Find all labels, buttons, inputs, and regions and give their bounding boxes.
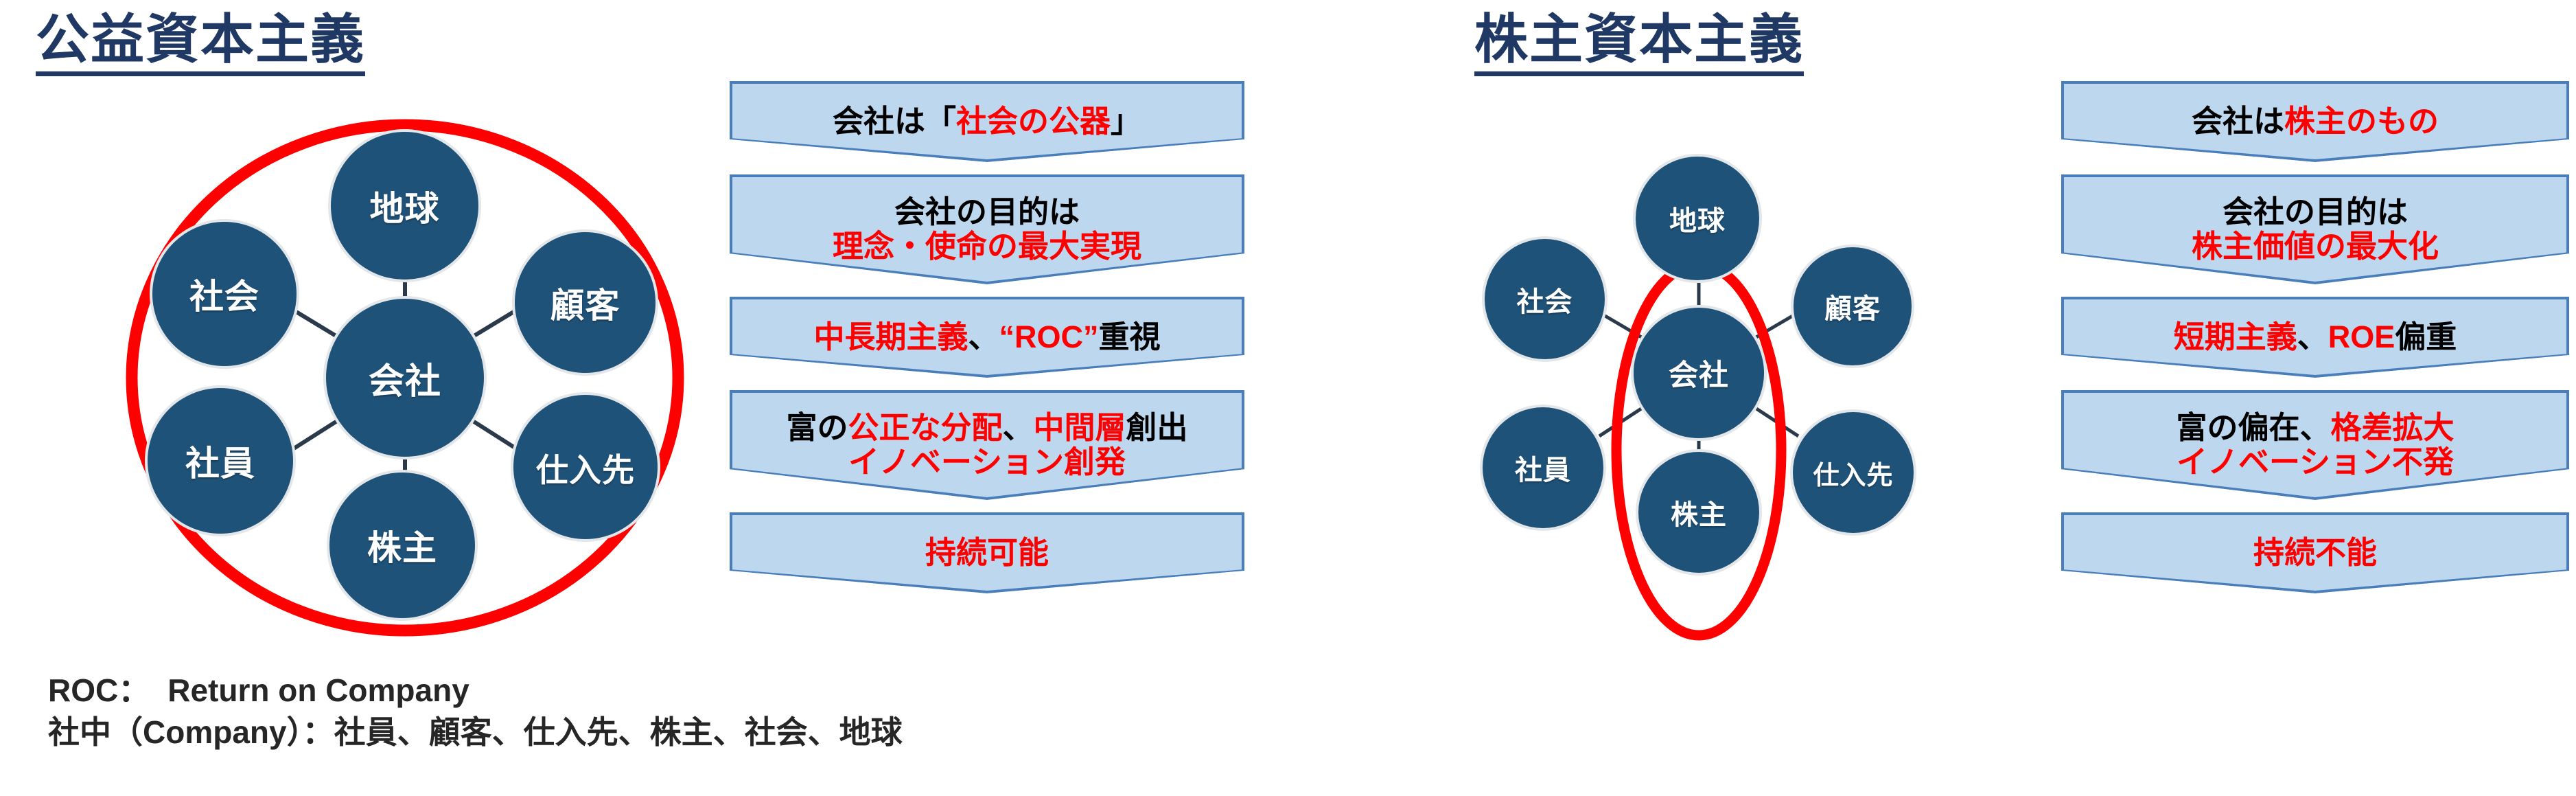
red-highlight-circle-left [126,119,684,637]
chevron-box: 中長期主義、“ROC”重視 [730,297,1244,378]
chevron-text-run: 、 [1002,409,1034,445]
node-label: 顧客 [550,286,620,325]
chevron-text-run: 重視 [1098,319,1161,354]
footnote-roc-value: Return on Company [167,672,469,708]
footnote-line-1: ROC： Return on Company [48,670,872,712]
chevron-text-run: 社会の公器 [955,103,1111,139]
chevron-text-run: “ROC” [999,319,1099,354]
chevron-box: 会社は株主のもの [2061,81,2569,162]
chevron-text-run: 富の [786,409,848,445]
node-society-left: 社会 [152,222,297,366]
node-label: 会社 [1669,359,1729,392]
chevron-text-run: 創出 [1126,409,1188,445]
chevron-box: 持続可能 [730,512,1244,593]
node-society-right: 社会 [1485,239,1605,359]
panel-shareholder-capitalism: 株主資本主義 会社 地球 社会 顧客 社員 仕入先 [1290,0,2576,796]
chevron-text-run: 持続不能 [2253,534,2377,570]
node-label: 仕入先 [1813,461,1894,490]
chevron-text-run: 会社は [2191,103,2284,139]
chevron-text-run: 中長期主義 [813,319,968,354]
node-label: 地球 [369,189,440,228]
node-company-left: 会社 [326,299,484,457]
node-earth-right: 地球 [1636,157,1759,280]
chevron-text-run: 、 [968,319,999,354]
node-employee-right: 社員 [1483,407,1603,528]
chevron-box: 会社は「社会の公器」 [730,81,1244,162]
footnote-line-2: 社中（Company）：社員、顧客、仕入先、株主、社会、地球 [48,714,903,750]
chevron-text-run: 格差拡大 [2330,409,2455,445]
page-title-left: 公益資本主義 [36,12,366,76]
chevron-box: 会社の目的は理念・使命の最大実現 [730,174,1244,284]
page-title-right: 株主資本主義 [1474,12,1805,76]
stakeholder-diagram-right: 会社 地球 社会 顧客 社員 仕入先 株主 [1459,144,1939,641]
chevron-text-run: 短期主義 [2173,319,2297,354]
chevron-box: 持続不能 [2061,512,2569,593]
stakeholder-diagram-left: 会社 地球 社会 顧客 社員 仕入先 株主 [124,110,686,637]
chevron-box: 富の偏在、格差拡大イノベーション不発 [2061,390,2569,500]
chevron-text-run: 会社の目的は [2222,194,2408,229]
node-label: 社員 [1515,455,1571,486]
chevron-text-run: 株主価値の最大化 [2191,229,2439,264]
chevron-text-run: 偏重 [2395,319,2457,354]
node-supplier-right: 仕入先 [1793,412,1914,533]
chevron-text-run: 持続可能 [925,534,1049,570]
chevron-text-run: 、 [2297,319,2328,354]
node-company-right: 会社 [1634,308,1764,438]
chevron-text-run: 会社の目的は [894,194,1080,229]
node-label: 社会 [189,277,259,316]
chevron-column-right: 会社は株主のもの 会社の目的は株主価値の最大化 短期主義、ROE偏重 富の偏在、… [2061,81,2569,593]
chevron-text-run: 株主のもの [2284,103,2439,139]
chevron-text-run: 」 [1111,103,1142,139]
footnote-block: ROC： Return on Company 社中（Company）：社員、顧客、… [48,670,903,753]
node-shareholder-left: 株主 [329,473,475,618]
node-supplier-left: 仕入先 [513,395,658,539]
node-customer-right: 顧客 [1794,247,1912,365]
node-earth-left: 地球 [331,132,478,280]
chevron-text-run: 、 [2299,409,2331,445]
chevron-box: 短期主義、ROE偏重 [2061,297,2569,378]
chevron-box: 富の公正な分配、中間層創出イノベーション創発 [730,390,1244,500]
chevron-text-run: イノベーション不発 [2176,444,2455,479]
node-label: 株主 [1671,500,1727,530]
node-label: 会社 [368,361,441,402]
node-label: 地球 [1669,206,1726,236]
chevron-text-run: 理念・使命の最大実現 [832,229,1141,264]
node-label: 株主 [367,529,437,567]
node-label: 仕入先 [536,451,635,488]
node-label: 顧客 [1824,294,1881,324]
node-employee-left: 社員 [148,388,293,534]
chevron-box: 会社の目的は株主価値の最大化 [2061,174,2569,284]
node-customer-left: 顧客 [515,232,655,373]
node-shareholder-right: 株主 [1638,452,1759,573]
chevron-text-run: 公正な分配 [848,409,1003,445]
node-label: 社員 [185,444,255,483]
chevron-column-left: 会社は「社会の公器」 会社の目的は理念・使命の最大実現 中長期主義、“ROC”重… [730,81,1244,593]
chevron-text-run: 富の偏在 [2176,409,2300,445]
chevron-text-run: イノベーション創発 [848,444,1126,479]
chevron-text-run: ROE [2328,319,2395,354]
chevron-text-run: 会社は「 [832,103,956,139]
node-label: 社会 [1516,286,1573,317]
footnote-roc-label: ROC： [48,672,150,708]
panel-public-interest-capitalism: 公益資本主義 会社 地球 社会 顧客 [0,0,1290,796]
chevron-text-run: 中間層 [1033,409,1126,445]
